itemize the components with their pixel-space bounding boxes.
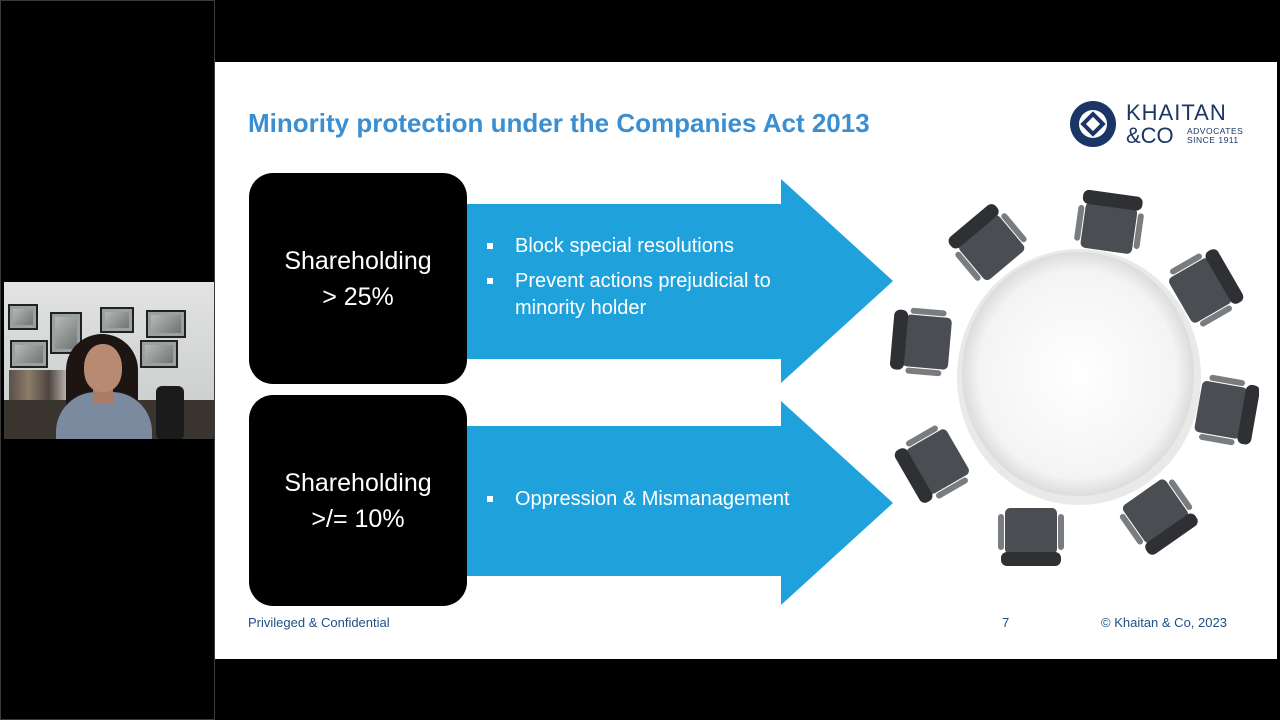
- bullet-list-2: Oppression & Mismanagement: [485, 486, 865, 521]
- wall-frame: [146, 310, 186, 338]
- footer-page-number: 7: [1002, 615, 1010, 630]
- slide-title: Minority protection under the Companies …: [248, 108, 870, 138]
- logo-co: &CO: [1126, 123, 1174, 148]
- footer-confidential: Privileged & Confidential: [248, 615, 390, 630]
- wall-frame: [8, 304, 38, 330]
- chair: [156, 386, 184, 439]
- box-line2: > 25%: [322, 282, 394, 311]
- boardroom-table-image: [889, 188, 1259, 566]
- shareholding-box-25: Shareholding > 25%: [249, 173, 467, 384]
- wall-frame: [100, 307, 134, 333]
- video-strip: [0, 0, 215, 720]
- arrow-shape-2: [455, 401, 893, 605]
- chair-icon: [1072, 188, 1147, 256]
- logo-subtitle: ADVOCATES SINCE 1911: [1187, 127, 1247, 145]
- box-line2: >/= 10%: [311, 504, 405, 533]
- wall-frame: [50, 312, 82, 354]
- logo-subtitle-line2: SINCE 1911: [1187, 135, 1239, 145]
- presenter-face: [84, 344, 122, 392]
- shelf: [9, 370, 69, 402]
- arrow-shape-1: [455, 179, 893, 383]
- bullet-list-1: Block special resolutions Prevent action…: [485, 233, 845, 330]
- bullet-item: Prevent actions prejudicial to minority …: [485, 268, 845, 322]
- bullet-item: Block special resolutions: [485, 233, 845, 260]
- shareholding-box-10: Shareholding >/= 10%: [249, 395, 467, 606]
- box-line1: Shareholding: [284, 468, 432, 497]
- chair-icon: [891, 421, 975, 508]
- logo-name: KHAITAN: [1126, 100, 1227, 125]
- chair-icon: [998, 508, 1064, 566]
- chair-icon: [889, 306, 953, 377]
- bullet-item: Oppression & Mismanagement: [485, 486, 865, 513]
- webcam-feed: [4, 282, 214, 439]
- footer-copyright: © Khaitan & Co, 2023: [1101, 615, 1227, 630]
- box-line1: Shareholding: [284, 246, 432, 275]
- wall-frame: [140, 340, 178, 368]
- logo-mark-icon: [1070, 101, 1116, 147]
- presentation-slide: Minority protection under the Companies …: [215, 62, 1277, 659]
- wall-frame: [10, 340, 48, 368]
- chair-icon: [1192, 373, 1259, 449]
- company-logo: KHAITAN &CO ADVOCATES SINCE 1911: [1069, 100, 1249, 152]
- logo-subtitle-line1: ADVOCATES: [1187, 126, 1244, 136]
